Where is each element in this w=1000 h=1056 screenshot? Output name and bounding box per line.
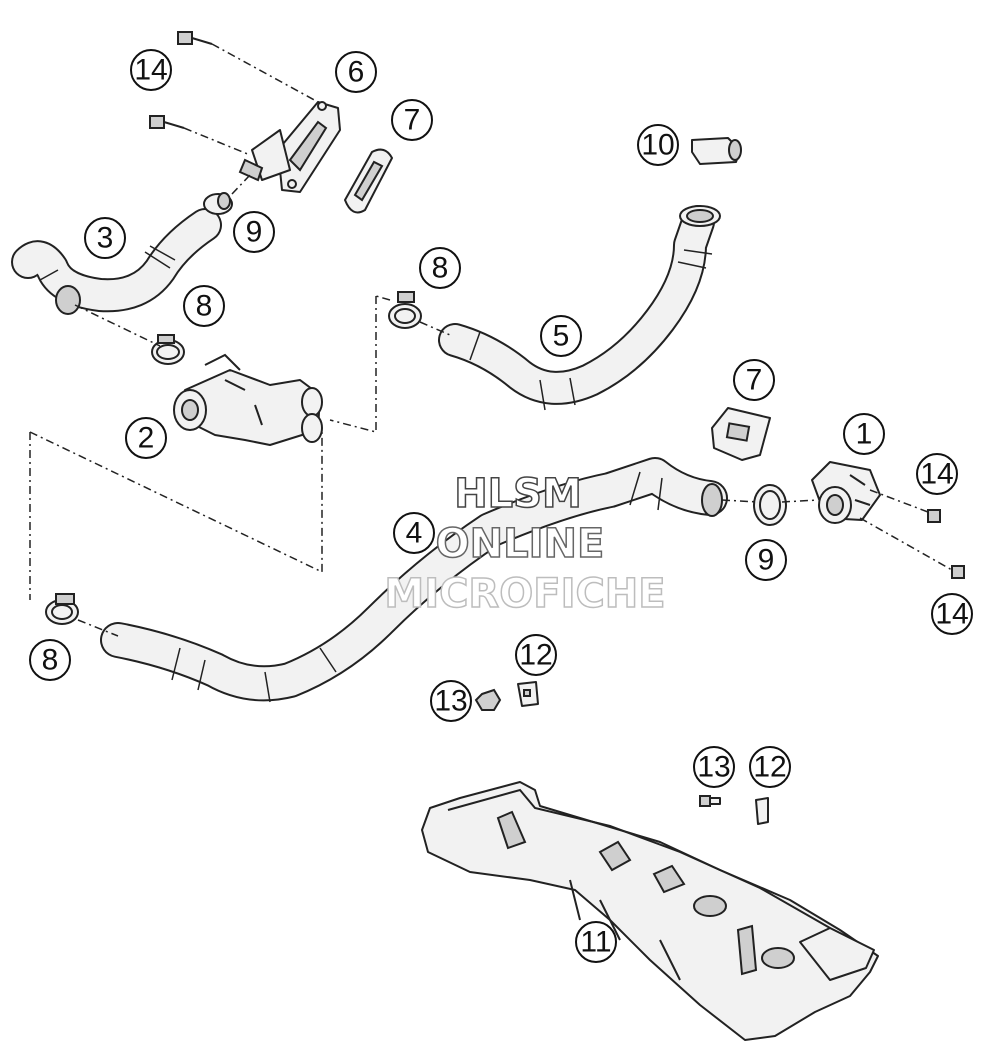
callout-label: 14: [134, 54, 167, 87]
callout-label: 7: [404, 104, 421, 137]
valve-2: [173, 353, 323, 446]
callout-14-upper: 14: [130, 49, 172, 91]
watermark-line-2: ONLINE: [436, 521, 605, 567]
watermark-line-3: MICROFICHE: [384, 571, 665, 617]
callout-5: 5: [540, 315, 582, 357]
connector-9-upper: [203, 192, 233, 215]
callout-12-lower: 12: [749, 746, 791, 788]
callout-14-right-upper: 14: [916, 453, 958, 495]
callout-label: 10: [641, 129, 674, 162]
callout-3: 3: [84, 217, 126, 259]
callout-label: 7: [746, 364, 763, 397]
callout-label: 13: [434, 685, 467, 718]
bolt-14-right-lower: [859, 517, 965, 579]
watermark-line-1: HLSM: [454, 471, 582, 517]
bolt-14-upper: [177, 31, 319, 103]
callout-8-lower: 8: [29, 639, 71, 681]
clamp-8-lower: [45, 593, 79, 625]
callout-label: 3: [97, 222, 114, 255]
callout-8-mid: 8: [419, 247, 461, 289]
bolt-14-right-upper: [869, 489, 941, 523]
callout-label: 4: [406, 517, 423, 550]
callout-4: 4: [393, 512, 435, 554]
callout-9-upper: 9: [233, 211, 275, 253]
callouts: 1 2 3 4 5 6 7 7 8 8 8 9 9 10 11 12 12 13…: [29, 49, 973, 963]
callout-9-lower: 9: [745, 539, 787, 581]
callout-label: 13: [697, 751, 730, 784]
callout-13-upper: 13: [430, 680, 472, 722]
callout-label: 9: [246, 216, 263, 249]
callout-label: 11: [580, 926, 611, 959]
callout-6: 6: [335, 51, 377, 93]
callout-2: 2: [125, 417, 167, 459]
callout-label: 6: [348, 56, 365, 89]
callout-label: 8: [432, 252, 449, 285]
callout-12-upper: 12: [515, 634, 557, 676]
hose-5: [438, 205, 721, 411]
watermark: HLSM ONLINE MICROFICHE: [384, 470, 667, 618]
callout-label: 14: [935, 598, 968, 631]
clamp-8-upper: [151, 334, 185, 365]
callout-label: 12: [753, 751, 786, 784]
callout-label: 9: [758, 544, 775, 577]
callout-14-right-lower: 14: [931, 593, 973, 635]
connector-9-lower: [753, 484, 787, 526]
callout-11: 11: [575, 921, 617, 963]
callout-8-upper: 8: [183, 285, 225, 327]
callout-label: 2: [138, 422, 155, 455]
callout-label: 8: [42, 644, 59, 677]
hose-4: [100, 457, 728, 703]
nut-13-upper: [474, 688, 502, 711]
clamp-8-mid: [388, 291, 422, 329]
callout-label: 12: [519, 639, 552, 672]
callout-10: 10: [637, 124, 679, 166]
clip-10: [691, 137, 742, 165]
callout-label: 5: [553, 320, 570, 353]
callout-1: 1: [843, 413, 885, 455]
gasket-7-upper: [344, 148, 393, 214]
callout-label: 8: [196, 290, 213, 323]
callout-7-upper: 7: [391, 99, 433, 141]
gasket-7-lower: [711, 407, 771, 461]
callout-label: 1: [856, 418, 873, 451]
nut-13-lower: [699, 795, 721, 807]
shroud-11: [421, 781, 879, 1041]
leader-lines: [29, 174, 819, 637]
callout-label: 14: [920, 458, 953, 491]
cover-6: [238, 101, 341, 193]
bolt-14-mid: [149, 115, 251, 156]
callout-13-lower: 13: [693, 746, 735, 788]
hose-3: [11, 208, 222, 315]
clip-12-upper: [517, 681, 539, 707]
clip-12-lower: [755, 797, 769, 825]
valve-1: [811, 461, 881, 524]
callout-7-lower: 7: [733, 359, 775, 401]
